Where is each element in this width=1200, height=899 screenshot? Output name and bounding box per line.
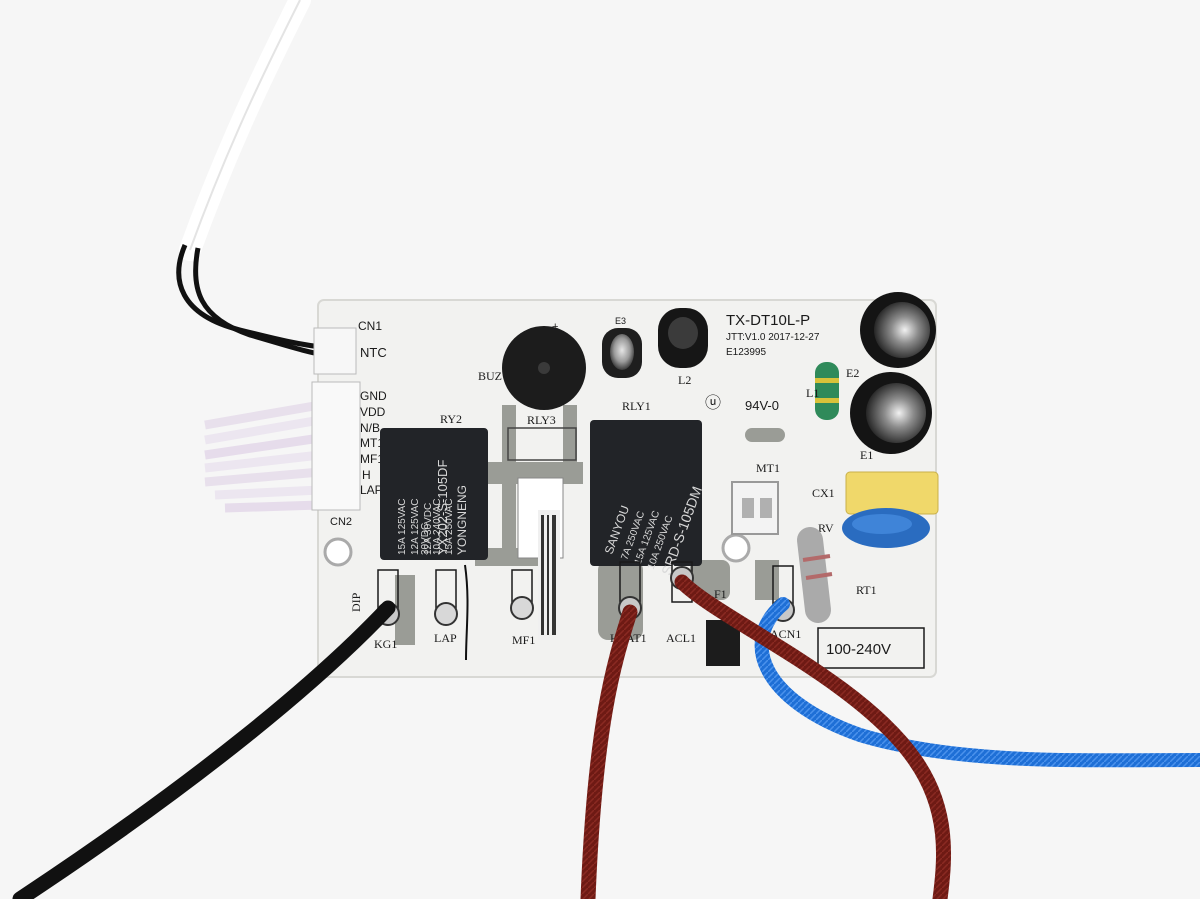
terminal-pad-mf1: [510, 596, 534, 620]
voltage-label-box: [817, 627, 925, 669]
dip-label: DIP: [349, 592, 363, 612]
mt1-connector: [731, 481, 779, 535]
cn2-pin-label: MF1: [360, 452, 384, 466]
lap-wire: [464, 564, 469, 661]
inductor-l1-band: [815, 398, 839, 403]
cx-label: CX1: [812, 486, 835, 500]
cn2-label: CN2: [330, 516, 352, 528]
l2-label: L2: [678, 373, 691, 387]
mt1-pin: [742, 498, 754, 518]
inductor-l2-core: [668, 317, 698, 349]
cn2-pin-label: VDD: [360, 405, 386, 419]
rly3-footprint: [507, 427, 577, 461]
ry2-label: RY2: [440, 412, 462, 426]
terminal-label: ACL1: [666, 631, 696, 645]
terminal-label: KG1: [374, 637, 397, 651]
cn2-pin-label: LAP: [360, 483, 383, 497]
white-wire-edge: [189, 0, 301, 251]
inductor-l1-band: [815, 378, 839, 383]
cn2-pin-label: N/B: [360, 421, 380, 435]
cn2-pin-label: H: [362, 468, 371, 482]
relay-rly1: RLY1 SANYOU 7A 250VAC 15A 125VAC 10A 250…: [590, 399, 705, 577]
ry2-spec-line: 15A 125VAC: [397, 498, 408, 555]
e2-label: E2: [846, 366, 859, 380]
cn2-pin-labels: GND VDD N/B MT1 MF1 H LAP: [360, 389, 387, 497]
terminal-footprints: [377, 561, 794, 611]
thermistor-band: [802, 554, 831, 562]
rv-label: RV: [818, 521, 834, 535]
ry2-spec-line: 12A 30VDC: [423, 503, 434, 555]
rt1-label: RT1: [856, 583, 877, 597]
board-revision: JTT:V1.0 2017-12-27: [726, 332, 820, 343]
cn2-pin-label: MT1: [360, 436, 384, 450]
ntc-wire-b: [193, 247, 331, 359]
inductor-l1: [815, 362, 839, 420]
red-wire-right: [674, 574, 951, 899]
relay-rly1-body: [590, 420, 702, 566]
terminal-label: LAP: [434, 631, 457, 645]
relay-ry2: RY2 15A 125VAC 12A 125VAC 12A 30VDC YX20…: [380, 412, 488, 560]
rly1-label: RLY1: [622, 399, 651, 413]
buz-label: BUZ: [478, 369, 502, 383]
polarity-mark: +: [552, 321, 558, 333]
terminal-pad-lap: [434, 602, 458, 626]
capacitor-e2-top: [874, 302, 930, 358]
board-model: TX-DT10L-P: [726, 312, 810, 329]
terminal-label: MF1: [512, 633, 535, 647]
ry2-spec-line: 12A 125VAC: [410, 498, 421, 555]
flammability-rating: 94V-0: [745, 398, 779, 413]
ntc-label: NTC: [360, 345, 387, 360]
cn2-connector: [311, 381, 361, 511]
f1-label: F1: [714, 587, 727, 601]
capacitor-e1-top: [866, 383, 926, 443]
l1-label: L1: [806, 386, 819, 400]
relay-ry2-text-left: 15A 125VAC 12A 125VAC 12A 30VDC YX202-S-…: [397, 460, 450, 555]
board-cert-code: E123995: [726, 347, 766, 358]
mounting-hole: [323, 537, 353, 567]
black-wire: [12, 600, 396, 899]
x-capacitor: [845, 471, 939, 515]
e3-label: E3: [615, 316, 626, 326]
ry2-model: YX202-S-105DF: [435, 460, 450, 555]
mt1-label: MT1: [756, 461, 780, 475]
mounting-hole: [721, 533, 751, 563]
ry2-brand: YONGNENG: [455, 485, 469, 555]
relay-ry2-text-right: YONGNENG 15A 250VAC 10A 240VAC 30VDC: [420, 485, 469, 555]
capacitor-e3-top: [610, 334, 634, 370]
rly3-label: RLY3: [527, 413, 556, 427]
thermistor-band: [805, 572, 833, 580]
ry2-spec-line: 10A 240VAC: [432, 498, 443, 555]
mt1-pin: [760, 498, 772, 518]
e1-label: E1: [860, 448, 873, 462]
voltage-label: 100-240V: [826, 641, 891, 658]
cn1-label: CN1: [358, 319, 382, 333]
buzzer-hole: [538, 362, 550, 374]
barcode-sticker: [538, 510, 560, 640]
ry2-spec-line: 15A 250VAC: [444, 498, 455, 555]
ul-logo-icon: ⓤ: [705, 394, 721, 412]
blue-wire: [754, 597, 1200, 768]
ribbon-cable: [204, 400, 321, 513]
relay-ry2-body: [380, 428, 488, 560]
varistor-highlight: [852, 514, 912, 534]
cn1-connector: [313, 327, 357, 375]
ry2-spec-line: 30VDC: [420, 523, 431, 555]
cn2-pin-label: GND: [360, 389, 387, 403]
red-wire-left: [580, 604, 638, 899]
